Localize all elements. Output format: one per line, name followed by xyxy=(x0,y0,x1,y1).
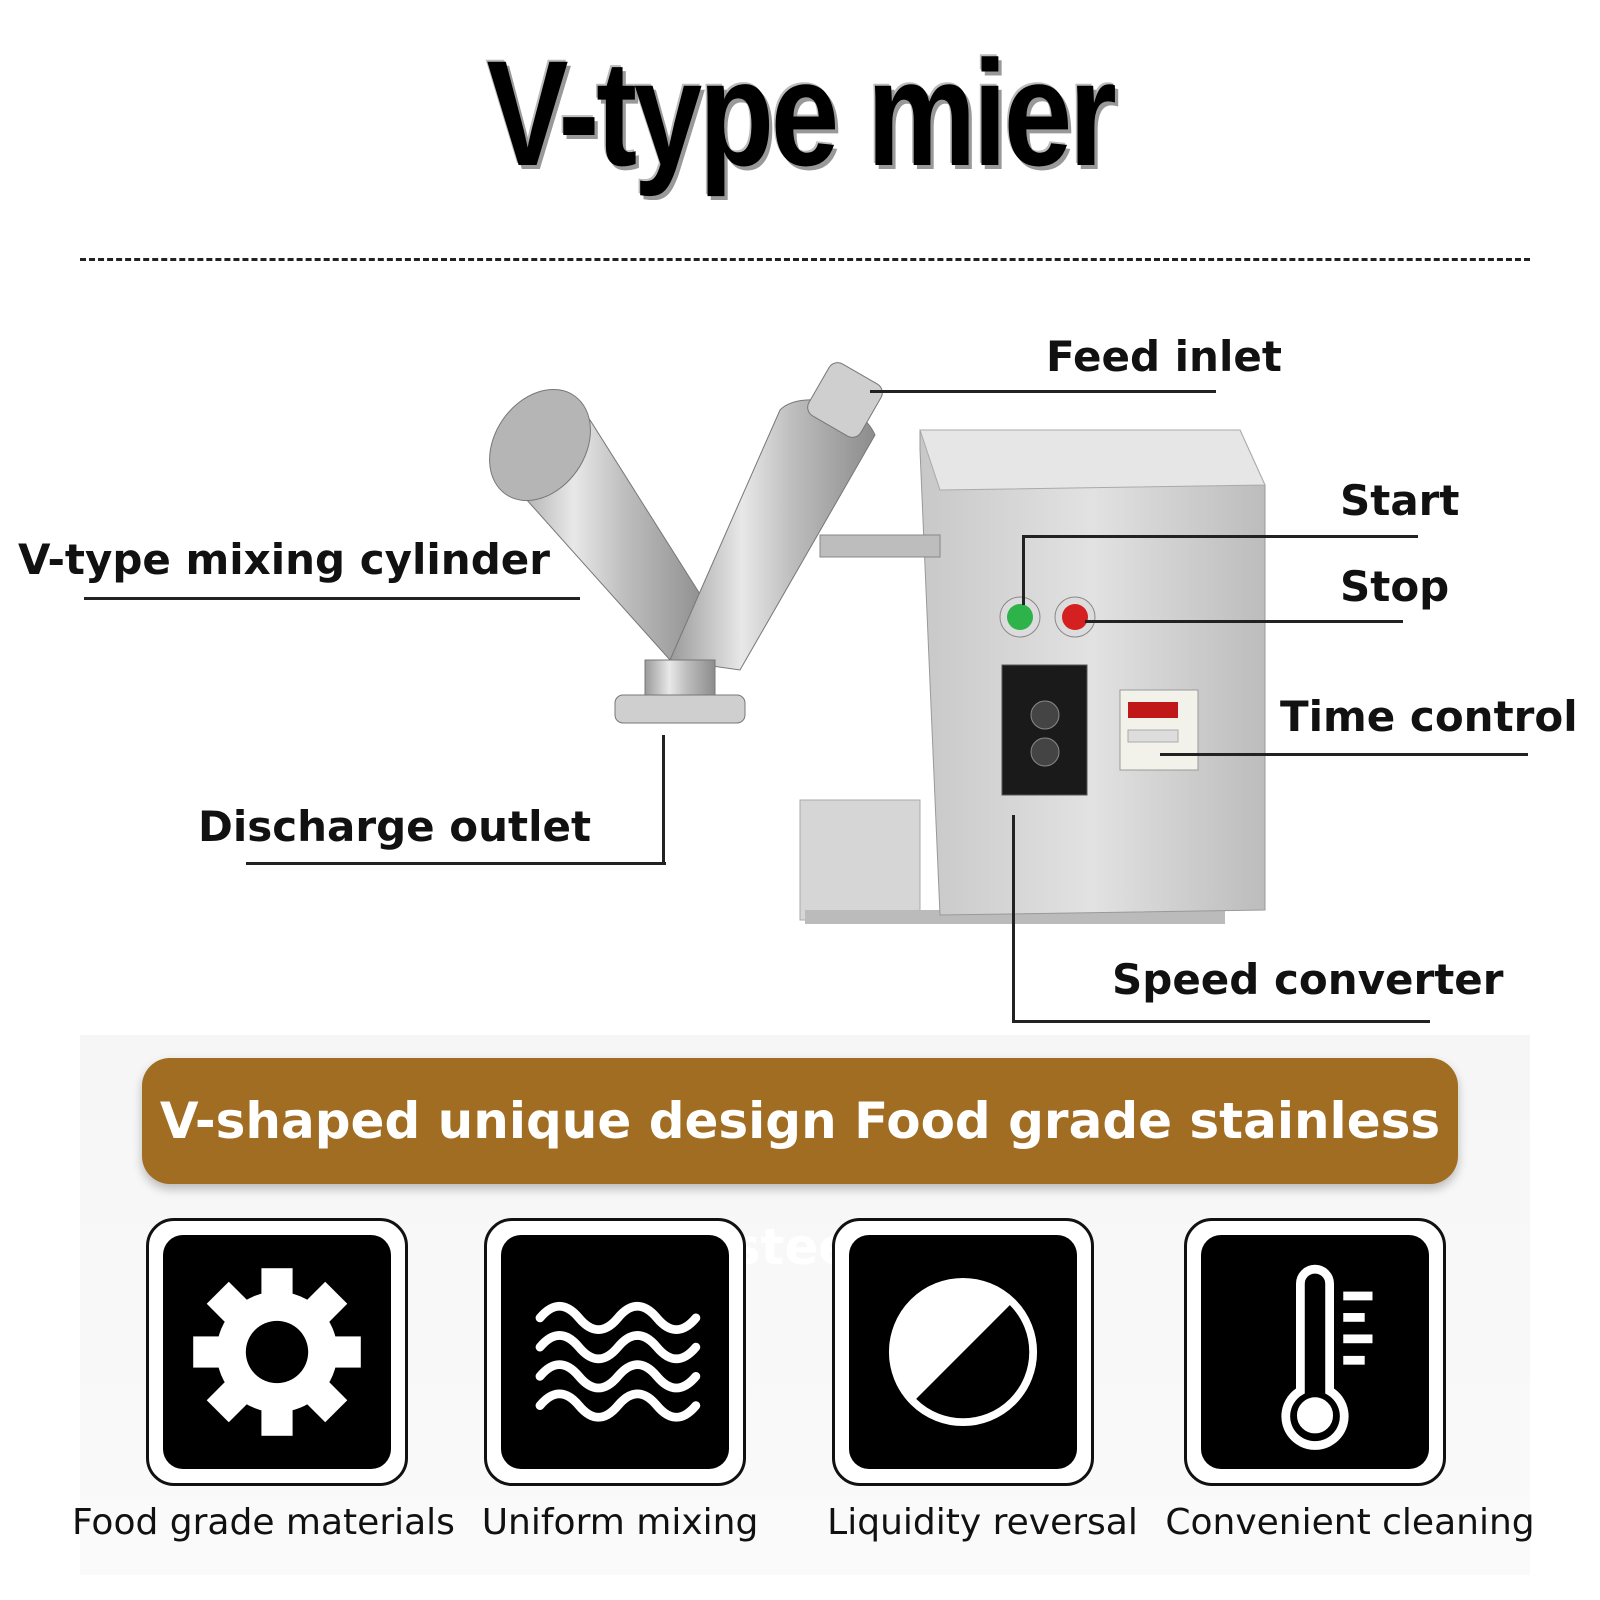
page-title: V-type mier xyxy=(486,29,1116,197)
feature-card-food-grade xyxy=(146,1218,408,1486)
callout-discharge-outlet: Discharge outlet xyxy=(198,802,592,851)
leader-start-drop xyxy=(1022,535,1025,605)
feature-card-liquidity-reversal xyxy=(832,1218,1094,1486)
leader-time-control xyxy=(1160,753,1528,756)
leader-discharge xyxy=(246,862,666,865)
callout-start: Start xyxy=(1340,476,1460,525)
feature-banner: V-shaped unique design Food grade stainl… xyxy=(142,1058,1458,1276)
feature-label-uniform-mixing: Uniform mixing xyxy=(481,1502,759,1543)
feature-card-uniform-mixing xyxy=(484,1218,746,1486)
leader-speed-converter xyxy=(1012,1020,1430,1023)
gear-icon xyxy=(193,1268,361,1436)
leader-start xyxy=(1022,535,1418,538)
callout-speed-converter: Speed converter xyxy=(1112,955,1504,1004)
thermometer-icon xyxy=(1281,1264,1373,1450)
callout-v-cylinder: V-type mixing cylinder xyxy=(18,535,550,584)
callout-feed-inlet: Feed inlet xyxy=(1046,332,1282,381)
callout-stop: Stop xyxy=(1340,562,1450,611)
waves-icon xyxy=(535,1301,701,1422)
half-circle-icon xyxy=(888,1277,1038,1427)
feature-card-convenient-cleaning xyxy=(1184,1218,1446,1486)
feature-label-convenient-cleaning: Convenient cleaning xyxy=(1165,1502,1535,1543)
leader-v-cylinder xyxy=(84,597,580,600)
v-mixer-machine-image xyxy=(489,362,1266,924)
leader-feed-inlet xyxy=(870,390,1216,393)
feature-label-liquidity-reversal: Liquidity reversal xyxy=(827,1502,1138,1543)
feature-label-food-grade: Food grade materials xyxy=(72,1502,455,1543)
callout-time-control: Time control xyxy=(1280,692,1578,741)
v-cylinder-shape xyxy=(489,362,883,724)
leader-stop xyxy=(1085,620,1403,623)
dashed-divider xyxy=(80,258,1530,261)
leader-speed-rise xyxy=(1012,815,1015,1023)
leader-discharge-rise xyxy=(662,735,665,865)
